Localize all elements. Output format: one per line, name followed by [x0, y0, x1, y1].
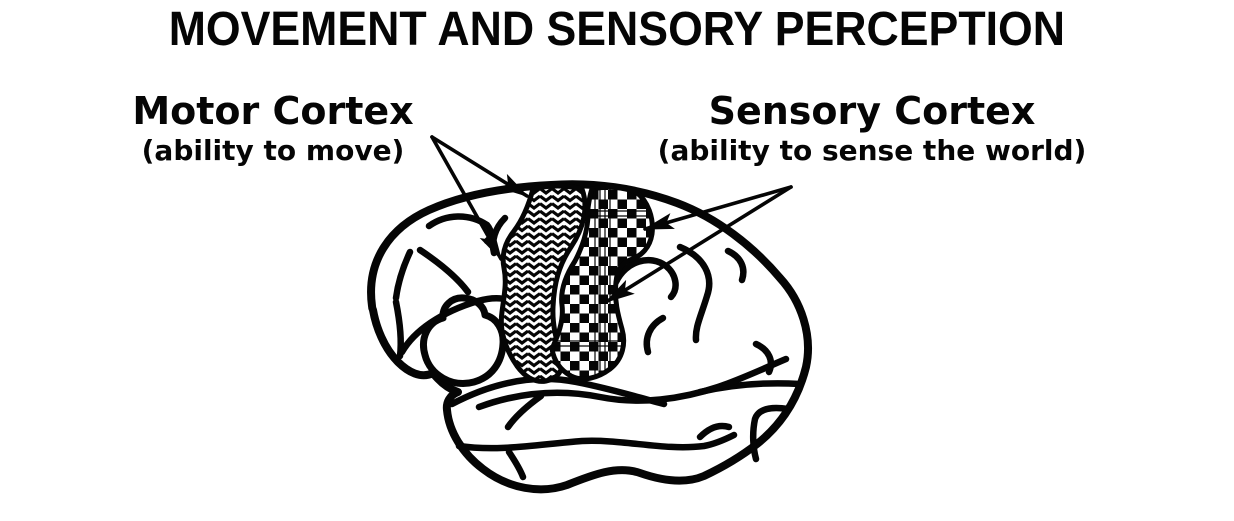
sensory-plaid-lines	[552, 187, 653, 379]
motor-cortex-label-name: Motor Cortex	[132, 89, 414, 133]
page-title: MOVEMENT AND SENSORY PERCEPTION	[0, 4, 1234, 56]
motor-arrow-middle	[430, 135, 503, 261]
page-title-text: MOVEMENT AND SENSORY PERCEPTION	[168, 3, 1066, 56]
motor-cortex-label-description: (ability to move)	[141, 134, 405, 167]
sensory-arrow-middle	[604, 185, 793, 304]
sensory-arrow-upper	[642, 185, 793, 231]
sensory-arrows	[604, 185, 793, 304]
sensory-cortex-label-description: (ability to sense the world)	[657, 134, 1087, 167]
motor-cortex-region	[498, 183, 588, 384]
motor-arrow-upper	[430, 135, 529, 198]
sensory-cortex-label: Sensory Cortex (ability to sense the wor…	[622, 88, 1122, 168]
motor-cortex-label: Motor Cortex (ability to move)	[108, 88, 438, 168]
sensory-cortex-label-name: Sensory Cortex	[708, 89, 1036, 133]
motor-arrows	[430, 135, 529, 261]
